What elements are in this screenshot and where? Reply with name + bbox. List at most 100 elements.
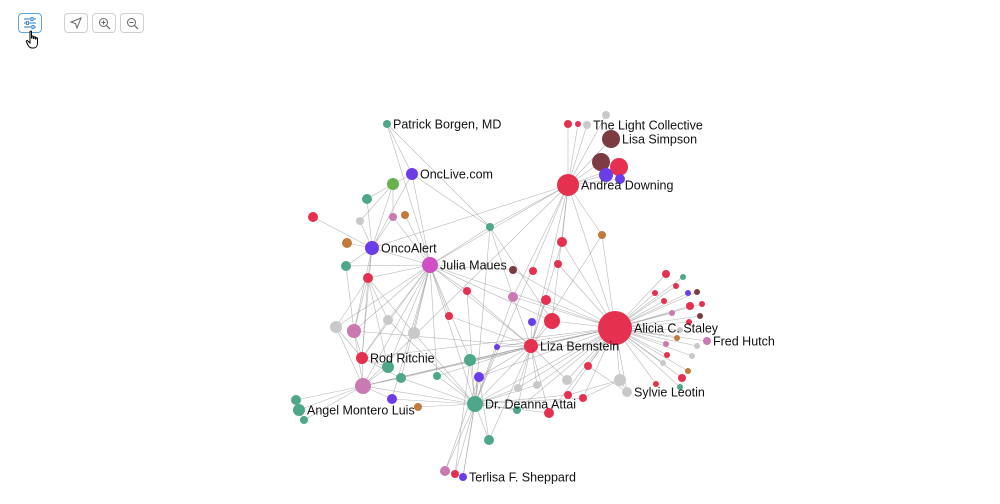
graph-node-n65[interactable] bbox=[669, 310, 675, 316]
graph-node-n57[interactable] bbox=[680, 274, 686, 280]
graph-node-n69[interactable] bbox=[674, 335, 680, 341]
graph-node-n42[interactable] bbox=[291, 395, 301, 405]
graph-node-n35[interactable] bbox=[382, 361, 394, 373]
navigate-button[interactable] bbox=[64, 13, 88, 33]
zoom-in-button[interactable] bbox=[92, 13, 116, 33]
graph-node-n36[interactable] bbox=[396, 373, 406, 383]
graph-node-n9[interactable] bbox=[362, 194, 372, 204]
graph-node-n11[interactable] bbox=[356, 217, 364, 225]
graph-node-n30[interactable] bbox=[347, 324, 361, 338]
graph-node-n71[interactable] bbox=[694, 343, 700, 349]
graph-node-n58[interactable] bbox=[673, 283, 679, 289]
graph-node-n8[interactable] bbox=[387, 178, 399, 190]
graph-node-n3[interactable] bbox=[602, 111, 610, 119]
graph-node-n4[interactable] bbox=[592, 153, 610, 171]
graph-node-n34[interactable] bbox=[464, 354, 476, 366]
graph-node-n55[interactable] bbox=[451, 470, 459, 478]
graph-node-n78[interactable] bbox=[677, 384, 683, 390]
graph-node-n6[interactable] bbox=[599, 168, 613, 182]
graph-node-n1[interactable] bbox=[564, 120, 572, 128]
graph-node-n38[interactable] bbox=[474, 372, 484, 382]
graph-node-n51[interactable] bbox=[584, 362, 592, 370]
graph-node-angel[interactable] bbox=[293, 404, 305, 416]
graph-node-n25[interactable] bbox=[541, 295, 551, 305]
graph-node-n75[interactable] bbox=[685, 368, 691, 374]
graph-node-n53[interactable] bbox=[484, 435, 494, 445]
graph-edge bbox=[353, 277, 369, 332]
graph-node-n64[interactable] bbox=[699, 301, 705, 307]
graph-node-n27[interactable] bbox=[528, 318, 536, 326]
graph-edge bbox=[474, 296, 514, 405]
graph-node-n40[interactable] bbox=[387, 394, 397, 404]
graph-node-deanna[interactable] bbox=[467, 396, 483, 412]
graph-node-n43[interactable] bbox=[300, 416, 308, 424]
graph-node-n2[interactable] bbox=[575, 121, 581, 127]
graph-node-n14[interactable] bbox=[486, 223, 494, 231]
graph-node-n37[interactable] bbox=[433, 372, 441, 380]
graph-node-n50[interactable] bbox=[562, 375, 572, 385]
graph-node-n41[interactable] bbox=[414, 403, 422, 411]
graph-node-onclive[interactable] bbox=[406, 168, 418, 180]
graph-node-n44[interactable] bbox=[514, 384, 522, 392]
graph-node-alicia[interactable] bbox=[598, 311, 632, 345]
graph-node-n76[interactable] bbox=[678, 374, 686, 382]
graph-node-n46[interactable] bbox=[544, 408, 554, 418]
graph-node-n22[interactable] bbox=[529, 267, 537, 275]
graph-node-n67[interactable] bbox=[686, 319, 692, 325]
graph-node-n5[interactable] bbox=[610, 158, 628, 176]
graph-node-n39[interactable] bbox=[355, 378, 371, 394]
graph-node-n29[interactable] bbox=[330, 321, 342, 333]
graph-node-n52[interactable] bbox=[614, 374, 626, 386]
graph-node-n15[interactable] bbox=[598, 231, 606, 239]
graph-node-patrick[interactable] bbox=[383, 120, 391, 128]
graph-edge bbox=[517, 327, 616, 389]
graph-node-n68[interactable] bbox=[677, 327, 683, 333]
graph-node-n72[interactable] bbox=[664, 352, 670, 358]
graph-node-n31[interactable] bbox=[383, 315, 393, 325]
graph-node-n23[interactable] bbox=[554, 260, 562, 268]
graph-node-terlisa[interactable] bbox=[459, 473, 467, 481]
graph-node-n47[interactable] bbox=[513, 406, 521, 414]
graph-node-n13[interactable] bbox=[401, 211, 409, 219]
graph-node-n33[interactable] bbox=[494, 344, 500, 350]
graph-node-n59[interactable] bbox=[652, 290, 658, 296]
graph-node-n62[interactable] bbox=[661, 298, 667, 304]
graph-node-n28[interactable] bbox=[445, 312, 453, 320]
graph-node-n73[interactable] bbox=[689, 353, 695, 359]
graph-node-n12[interactable] bbox=[389, 213, 397, 221]
graph-node-n49[interactable] bbox=[579, 394, 587, 402]
graph-node-oncoalert[interactable] bbox=[365, 241, 379, 255]
graph-node-n24[interactable] bbox=[508, 292, 518, 302]
graph-node-n54[interactable] bbox=[440, 466, 450, 476]
graph-node-n32[interactable] bbox=[408, 327, 420, 339]
graph-node-light[interactable] bbox=[583, 121, 591, 129]
graph-node-n19[interactable] bbox=[363, 273, 373, 283]
graph-node-sylvie[interactable] bbox=[622, 387, 632, 397]
graph-node-n7[interactable] bbox=[615, 174, 625, 184]
graph-node-n21[interactable] bbox=[509, 266, 517, 274]
graph-node-n18[interactable] bbox=[341, 261, 351, 271]
graph-node-n60[interactable] bbox=[685, 290, 691, 296]
graph-node-n56[interactable] bbox=[662, 270, 670, 278]
graph-node-n61[interactable] bbox=[694, 289, 700, 295]
graph-node-n70[interactable] bbox=[663, 341, 669, 347]
graph-node-n10[interactable] bbox=[308, 212, 318, 222]
graph-node-n26[interactable] bbox=[544, 313, 560, 329]
graph-node-n66[interactable] bbox=[697, 313, 703, 319]
graph-node-n48[interactable] bbox=[564, 391, 572, 399]
graph-node-n17[interactable] bbox=[557, 237, 567, 247]
graph-node-n20[interactable] bbox=[463, 287, 471, 295]
graph-node-lisa[interactable] bbox=[602, 130, 620, 148]
graph-node-n74[interactable] bbox=[660, 360, 666, 366]
graph-node-fred[interactable] bbox=[703, 337, 711, 345]
graph-node-rod[interactable] bbox=[356, 352, 368, 364]
graph-node-n45[interactable] bbox=[533, 381, 541, 389]
graph-node-liza[interactable] bbox=[524, 339, 538, 353]
graph-node-n77[interactable] bbox=[653, 381, 659, 387]
graph-node-n63[interactable] bbox=[686, 302, 694, 310]
graph-node-n16[interactable] bbox=[342, 238, 352, 248]
zoom-out-button[interactable] bbox=[120, 13, 144, 33]
graph-node-julia[interactable] bbox=[422, 257, 438, 273]
graph-node-andrea[interactable] bbox=[557, 174, 579, 196]
